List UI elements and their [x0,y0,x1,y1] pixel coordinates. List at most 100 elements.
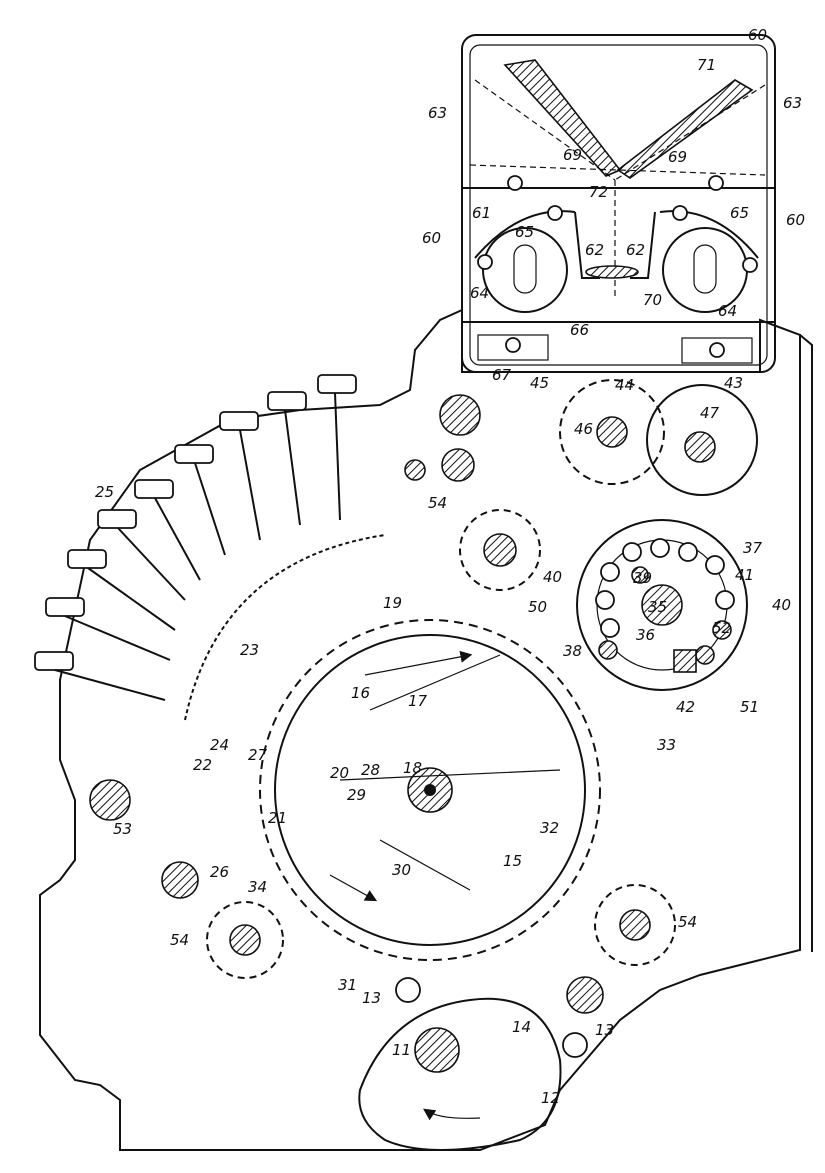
spool-64-right [662,227,748,313]
pinion-54-top-hub [483,533,517,567]
numeral-40a: 40 [543,568,562,586]
numeral-37: 37 [743,539,763,557]
numeral-45: 45 [530,374,549,392]
arrow-17 [364,650,473,676]
numeral-40b: 40 [772,596,791,614]
pinion-54-left [206,901,284,979]
shaft-lower-left [161,861,199,899]
linkages [339,654,561,891]
numeral-29: 29 [347,786,366,804]
numeral-19: 19 [383,594,402,612]
numeral-34: 34 [248,878,267,896]
roller-13-right [562,1032,588,1058]
lens-70 [585,265,639,279]
numeral-15: 15 [503,852,522,870]
numeral-66: 66 [570,321,589,339]
numeral-14: 14 [512,1018,531,1036]
numeral-27: 27 [248,746,268,764]
shaft-46 [596,416,628,448]
pinion-54-top [459,509,541,591]
numeral-38: 38 [563,642,582,660]
hub-18-center [424,784,436,796]
numeral-71: 71 [697,56,716,74]
numeral-18: 18 [403,759,422,777]
mirror-69-right [616,79,754,179]
gear-43 [646,384,758,496]
spool-64-left-slot [513,244,537,294]
spool-64-right-slot [693,244,717,294]
numeral-54c: 54 [678,913,697,931]
screw [708,175,724,191]
register-41 [576,519,748,691]
numeral-64a: 64 [470,284,489,302]
screw [672,205,688,221]
numeral-24: 24 [210,736,229,754]
numeral-16: 16 [351,684,370,702]
shaft-upper [439,394,481,436]
bracket-67 [477,334,549,361]
numeral-42: 42 [676,698,695,716]
numeral-70: 70 [643,291,662,309]
key-52 [673,649,697,673]
film-65-right [659,210,759,259]
screw [547,205,563,221]
numeral-31: 31 [338,976,357,994]
numeral-35: 35 [648,598,667,616]
housing-60 [461,34,776,373]
numeral-46: 46 [574,420,593,438]
numeral-50: 50 [528,598,547,616]
numeral-62b: 62 [626,241,645,259]
numeral-65b: 65 [730,204,749,222]
numeral-60b: 60 [422,229,441,247]
numeral-52: 52 [712,619,731,637]
shaft-53 [89,779,131,821]
guide-62-left [574,211,600,279]
wheel-19 [259,619,601,961]
numeral-28: 28 [361,761,380,779]
numeral-60c: 60 [786,211,805,229]
light-path-horizontal [469,164,766,176]
numeral-22: 22 [193,756,212,774]
numeral-69a: 69 [563,146,582,164]
numeral-26: 26 [210,863,229,881]
numeral-11: 11 [392,1041,411,1059]
shaft-35 [641,584,683,626]
numeral-21: 21 [268,809,287,827]
guide-62-right [630,211,656,279]
pinion-54-right [594,884,676,966]
numeral-36: 36 [636,626,655,644]
numeral-30: 30 [392,861,411,879]
shaft-11 [414,1027,460,1073]
roller-13-left [395,977,421,1003]
shaft-47 [684,431,716,463]
numeral-13b: 13 [595,1021,614,1039]
bracket-67-right [681,337,753,364]
key-bank-25 [34,374,357,701]
numeral-47: 47 [700,404,720,422]
screw [477,254,493,270]
numeral-67: 67 [492,366,512,384]
shaft-mid [441,448,475,482]
numeral-61: 61 [472,204,491,222]
shaft-lower-right [566,976,604,1014]
numeral-60a: 60 [748,26,767,44]
numeral-54b: 54 [170,931,189,949]
rotation-arrow [423,1108,481,1121]
screw [507,175,523,191]
screw [709,342,725,358]
screw [505,337,521,353]
numeral-53: 53 [113,820,132,838]
wheel-19-inner [274,634,586,946]
light-path-left [474,79,616,181]
screw [742,257,758,273]
numeral-39: 39 [633,569,652,587]
numeral-32: 32 [540,819,559,837]
numeral-63a: 63 [428,104,447,122]
numeral-54a: 54 [428,494,447,512]
reference-numerals: 60 71 63 63 69 69 72 61 65 65 60 60 62 6… [95,26,805,1107]
frame-outline [39,308,801,1151]
pinion-54-right-hub [619,909,651,941]
numeral-65a: 65 [515,223,534,241]
numeral-72: 72 [589,183,608,201]
